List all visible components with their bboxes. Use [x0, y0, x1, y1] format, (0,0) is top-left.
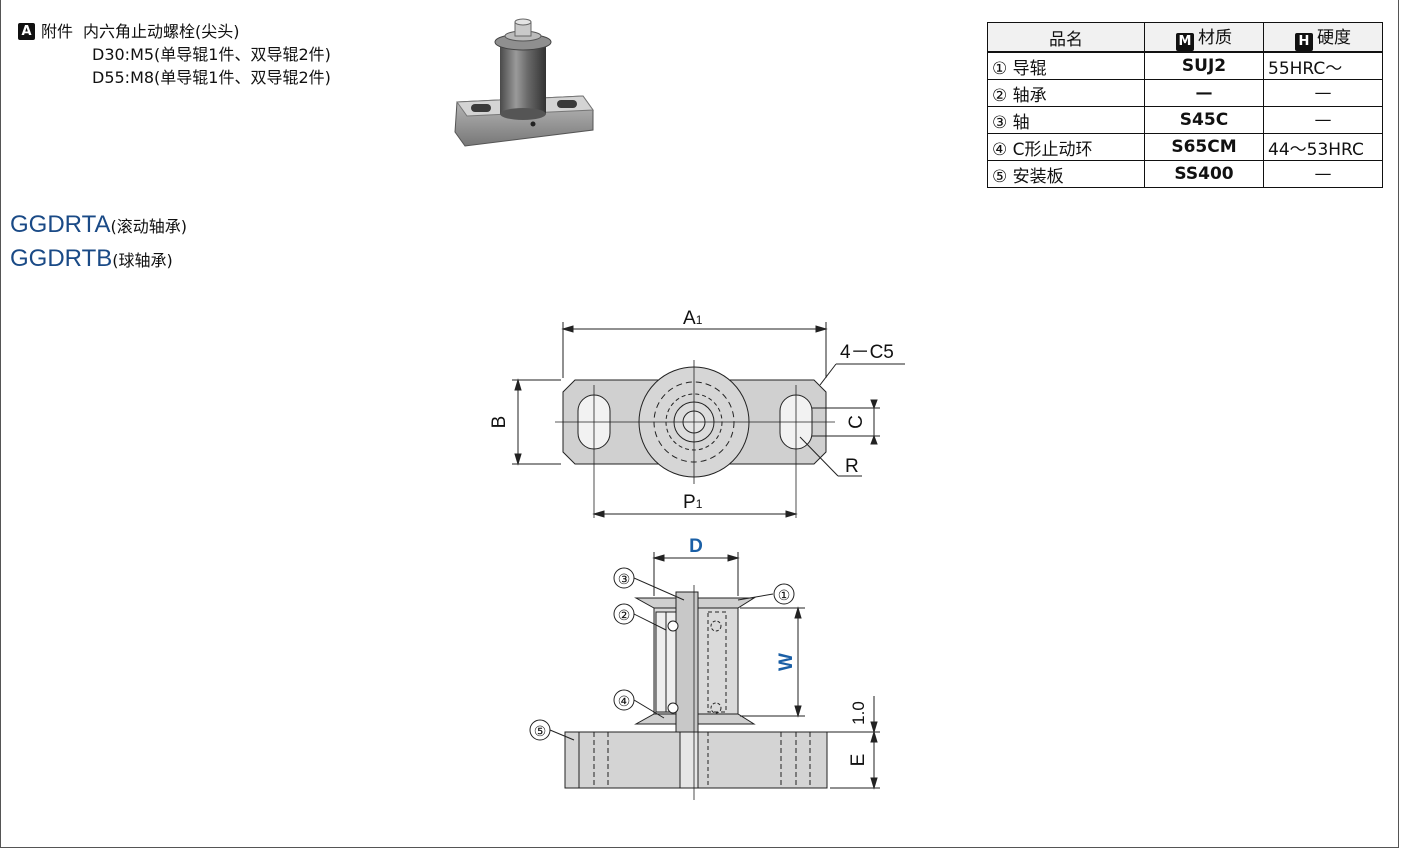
label-gap: 1.0	[849, 701, 868, 725]
part-hardness: —	[1263, 106, 1383, 134]
label-chamfer: 4－C5	[840, 342, 894, 363]
header-material-label: 材质	[1198, 28, 1232, 48]
callout-2: ②	[618, 607, 631, 623]
header-name: 品名	[987, 22, 1145, 53]
callout-3: ③	[618, 571, 631, 587]
shaft	[675, 591, 699, 733]
accessory-line-d55: D55:M8(单导辊1件、双导辊2件)	[92, 68, 331, 87]
header-hardness-label: 硬度	[1317, 28, 1351, 48]
callout-5: ⑤	[534, 723, 547, 739]
product-photo	[454, 18, 594, 147]
callout-1: ①	[778, 587, 791, 603]
label-w: W	[776, 653, 797, 671]
part-name: ② 轴承	[987, 79, 1145, 107]
label-p1: P1	[683, 492, 703, 513]
part-name: ④ C形止动环	[987, 133, 1145, 161]
part-name: ⑤ 安装板	[987, 160, 1145, 188]
table-row: ⑤ 安装板 SS400 —	[987, 160, 1383, 188]
product-desc: (球轴承)	[112, 251, 173, 270]
callouts	[529, 567, 795, 741]
label-a1: A1	[683, 308, 703, 329]
label-r: R	[845, 456, 859, 477]
accessory-label: 附件	[41, 22, 74, 41]
product-code: GGDRTB	[10, 245, 113, 272]
product-desc: (滚动轴承)	[110, 217, 187, 236]
callout-4: ④	[618, 693, 631, 709]
accessory-line-d30: D30:M5(单导辊1件、双导辊2件)	[92, 45, 331, 64]
part-hardness: 55HRC～	[1263, 51, 1383, 80]
label-e: E	[848, 754, 869, 767]
part-material: SUJ2	[1144, 51, 1264, 80]
part-material: S65CM	[1144, 133, 1264, 161]
label-c: C	[846, 415, 867, 429]
label-d: D	[689, 536, 703, 557]
accessory-note: A 附件 内六角止动螺栓(尖头) D30:M5(单导辊1件、双导辊2件) D55…	[18, 20, 331, 89]
accessory-badge: A	[18, 23, 35, 40]
table-row: ③ 轴 S45C —	[987, 106, 1383, 134]
part-hardness: —	[1263, 79, 1383, 107]
part-hardness: 44～53HRC	[1263, 133, 1383, 161]
product-code: GGDRTA	[10, 211, 111, 238]
hardness-badge: H	[1295, 33, 1313, 51]
part-hardness: —	[1263, 160, 1383, 188]
label-b: B	[489, 416, 510, 429]
material-badge: M	[1176, 33, 1194, 51]
product-title-ggdrtb: GGDRTB(球轴承)	[10, 244, 173, 276]
side-view-drawing	[549, 552, 880, 800]
accessory-title: 内六角止动螺栓(尖头)	[83, 22, 240, 41]
product-title-ggdrta: GGDRTA(滚动轴承)	[10, 210, 187, 242]
table-row: ① 导辊 SUJ2 55HRC～	[987, 51, 1383, 80]
part-material: SS400	[1144, 160, 1264, 188]
table-row: ④ C形止动环 S65CM 44～53HRC	[987, 133, 1383, 161]
part-name: ① 导辊	[987, 51, 1145, 80]
